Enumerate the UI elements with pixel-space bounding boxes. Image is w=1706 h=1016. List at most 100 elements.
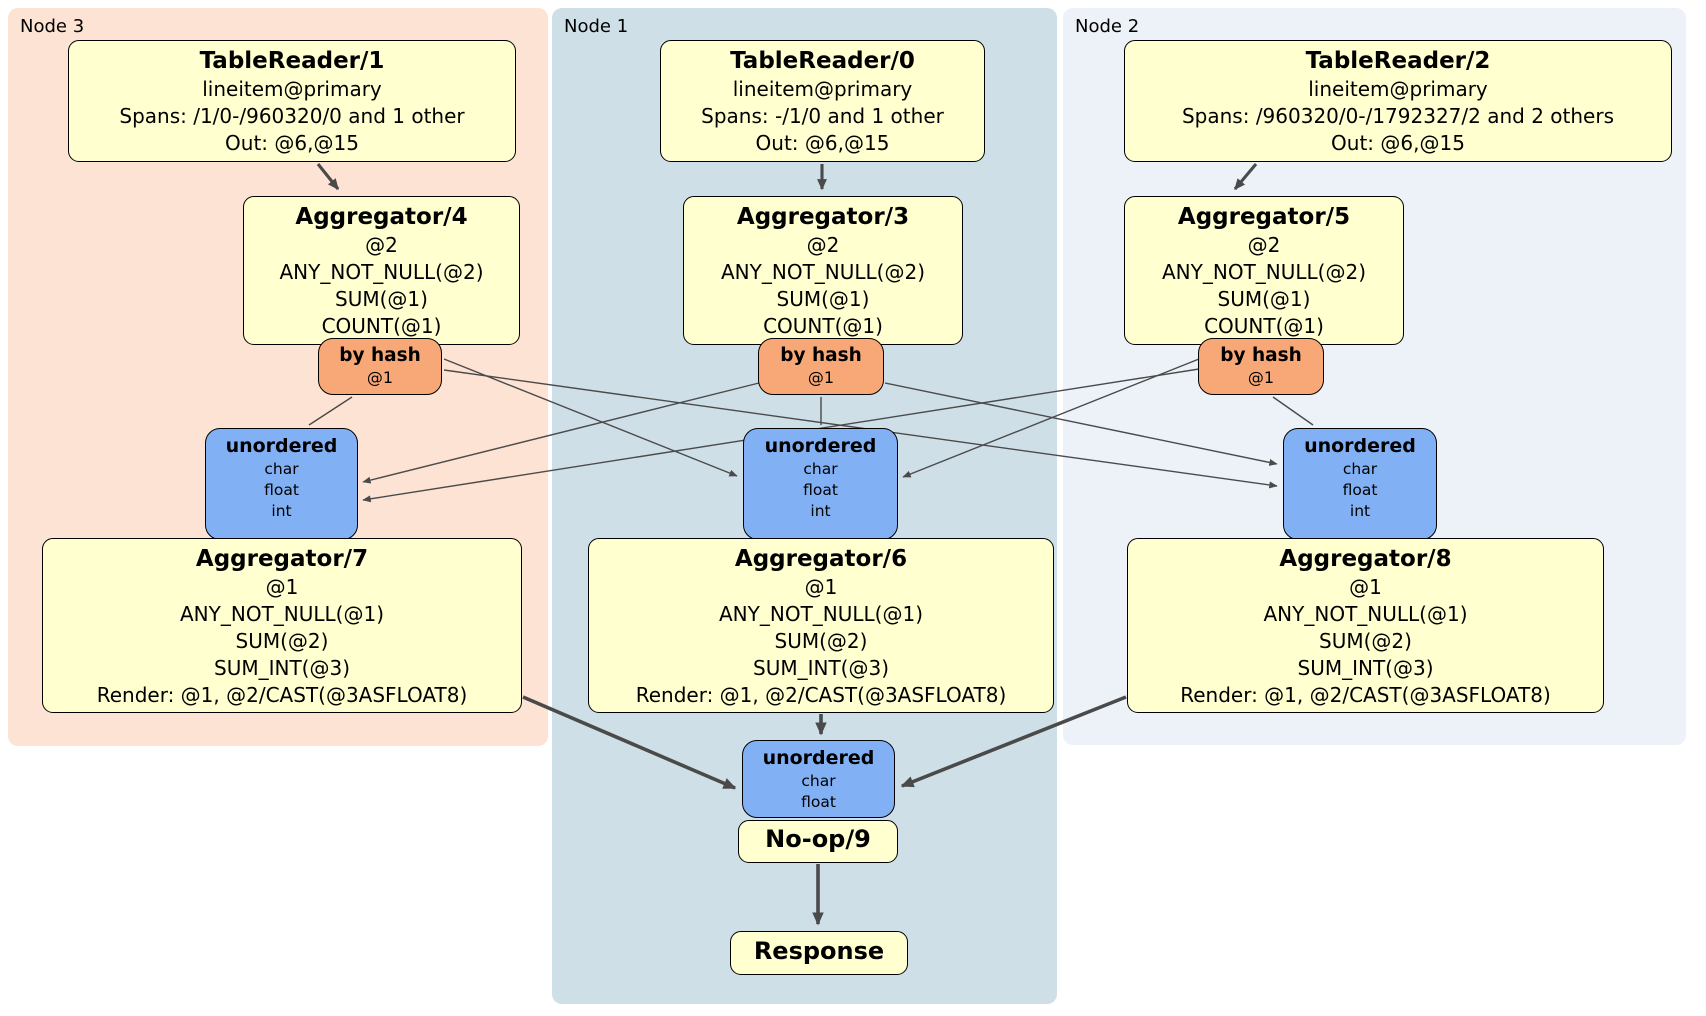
box-line: @2 xyxy=(365,233,398,257)
box-line: SUM(@1) xyxy=(335,287,428,311)
edge-agg7-syncfinal xyxy=(522,695,737,790)
box-line: SUM_INT(@3) xyxy=(753,656,889,680)
box-title: Aggregator/7 xyxy=(195,546,369,572)
box-title: Aggregator/4 xyxy=(295,204,468,230)
box-line: @1 xyxy=(1349,575,1382,599)
box-lines: @1 xyxy=(759,368,883,387)
box-line: lineitem@primary xyxy=(1308,77,1488,101)
box-line: SUM_INT(@3) xyxy=(1297,656,1434,680)
box-line: SUM(@2) xyxy=(235,629,329,653)
hash-router-node3: by hash @1 xyxy=(318,338,442,395)
box-line: COUNT(@1) xyxy=(321,314,442,338)
box-line: COUNT(@1) xyxy=(1204,314,1324,338)
box-line: int xyxy=(1349,502,1371,520)
box-lines: char float int xyxy=(1284,459,1436,522)
edge-agg8-syncfinal xyxy=(900,695,1127,788)
edge-router1-sync2 xyxy=(884,382,1278,466)
box-line: Out: @6,@15 xyxy=(1331,131,1465,155)
box-title: unordered xyxy=(762,747,875,769)
box-line: lineitem@primary xyxy=(202,77,382,101)
hash-router-node2: by hash @1 xyxy=(1198,338,1324,395)
box-line: Spans: /960320/0-/1792327/2 and 2 others xyxy=(1181,104,1614,128)
box-line: ANY_NOT_NULL(@1) xyxy=(1263,602,1468,626)
box-line: SUM_INT(@3) xyxy=(214,656,350,680)
box-line: Render: @1, @2/CAST(@3ASFLOAT8) xyxy=(96,683,468,707)
box-line: float xyxy=(801,793,836,811)
box-line: ANY_NOT_NULL(@2) xyxy=(279,260,484,284)
box-title: Aggregator/5 xyxy=(1177,204,1351,230)
box-line: @1 xyxy=(265,575,299,599)
box-line: float xyxy=(264,481,299,499)
box-title: Aggregator/6 xyxy=(734,546,908,572)
box-title: No-op/9 xyxy=(765,825,871,853)
box-line: float xyxy=(1342,481,1378,499)
box-title: unordered xyxy=(1304,435,1416,457)
box-title: unordered xyxy=(764,435,877,457)
box-line: @1 xyxy=(804,575,838,599)
box-line: SUM(@2) xyxy=(1319,629,1412,653)
edge-tr2-agg5 xyxy=(1233,163,1258,190)
box-line: char xyxy=(264,460,299,478)
box-line: @2 xyxy=(1247,233,1281,257)
box-line: @2 xyxy=(806,233,840,257)
box-line: @1 xyxy=(1247,368,1275,387)
box-lines: char float int xyxy=(206,459,357,522)
box-line: Spans: /1/0-/960320/0 and 1 other xyxy=(119,104,465,128)
edge-tr1-agg4 xyxy=(316,163,340,190)
box-title: by hash xyxy=(339,345,421,366)
box-line: int xyxy=(810,502,831,520)
box-lines: @1 xyxy=(1199,368,1323,387)
box-title: by hash xyxy=(780,345,862,366)
edge-router1-sync3 xyxy=(362,382,760,484)
box-line: Render: @1, @2/CAST(@3ASFLOAT8) xyxy=(1180,683,1551,707)
box-line: lineitem@primary xyxy=(732,77,913,101)
box-line: Out: @6,@15 xyxy=(225,131,359,155)
box-line: char xyxy=(1342,460,1378,478)
box-line: COUNT(@1) xyxy=(763,314,883,338)
box-line: @1 xyxy=(366,368,394,387)
edge-router2-sync1 xyxy=(902,358,1200,478)
box-line: ANY_NOT_NULL(@2) xyxy=(721,260,925,284)
noop-9-node: No-op/9 xyxy=(738,820,898,863)
unordered-sync-node2: unordered char float int xyxy=(1283,428,1437,540)
hash-router-node1: by hash @1 xyxy=(758,338,884,395)
box-line: Spans: -/1/0 and 1 other xyxy=(701,104,944,128)
box-title: Aggregator/3 xyxy=(736,204,910,230)
node-2-label: Node 2 xyxy=(1075,16,1140,37)
box-title: TableReader/1 xyxy=(199,48,385,74)
box-line: @1 xyxy=(807,368,835,387)
box-line: ANY_NOT_NULL(@2) xyxy=(1162,260,1366,284)
box-line: int xyxy=(271,502,292,520)
box-line: Out: @6,@15 xyxy=(755,131,890,155)
box-title: Response xyxy=(753,937,885,965)
box-title: Aggregator/8 xyxy=(1279,546,1452,572)
box-line: SUM(@2) xyxy=(774,629,868,653)
box-title: TableReader/0 xyxy=(730,48,915,74)
edge-router2-sync2 xyxy=(1272,396,1314,426)
box-line: ANY_NOT_NULL(@1) xyxy=(719,602,923,626)
box-line: ANY_NOT_NULL(@1) xyxy=(180,602,384,626)
edge-router3-sync1 xyxy=(443,358,738,477)
response-node: Response xyxy=(730,931,908,975)
